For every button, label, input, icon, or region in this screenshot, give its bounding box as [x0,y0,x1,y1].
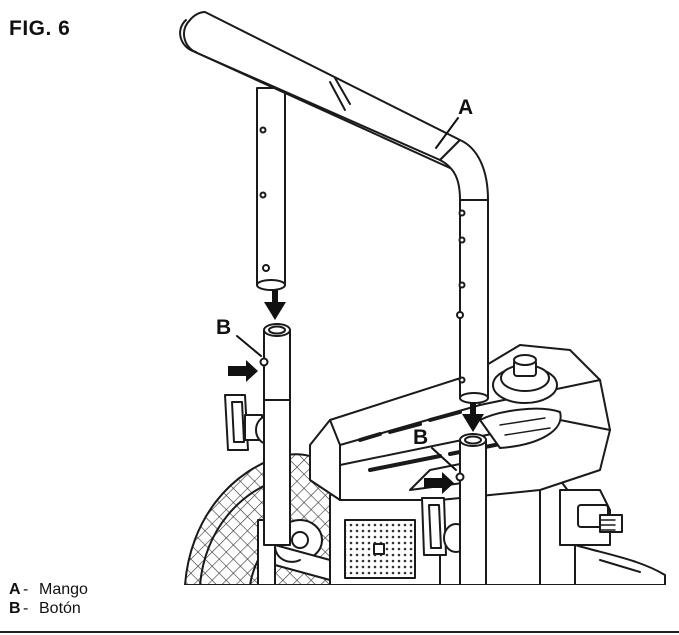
handle [179,11,489,404]
legend: A - Mango B - Botón [9,580,88,618]
legend-key: A [9,581,21,598]
right-button-arrow [424,472,454,494]
legend-text: Botón [39,600,81,617]
legend-key: B [9,600,21,617]
callout-b-right: B [413,426,428,449]
figure-title: FIG. 6 [9,17,71,40]
filter-cap [492,354,558,404]
legend-dash: - [23,581,29,598]
callout-a: A [458,96,473,119]
sprayer-handle-illustration: A B B [179,11,666,585]
legend-item-b: B - Botón [9,599,88,618]
left-socket-tube [259,323,301,563]
right-socket-tube [455,433,487,585]
leader-lines [236,117,459,471]
pump-outlet [559,489,666,585]
legend-text: Mango [39,581,88,598]
bottom-rule [0,631,679,633]
callout-b-left: B [216,316,231,339]
right-grip [421,497,469,556]
right-insert-arrow [462,402,484,432]
left-insert-arrow [264,290,286,320]
legend-dash: - [23,600,29,617]
left-button-arrow [228,360,258,382]
legend-item-a: A - Mango [9,580,88,599]
